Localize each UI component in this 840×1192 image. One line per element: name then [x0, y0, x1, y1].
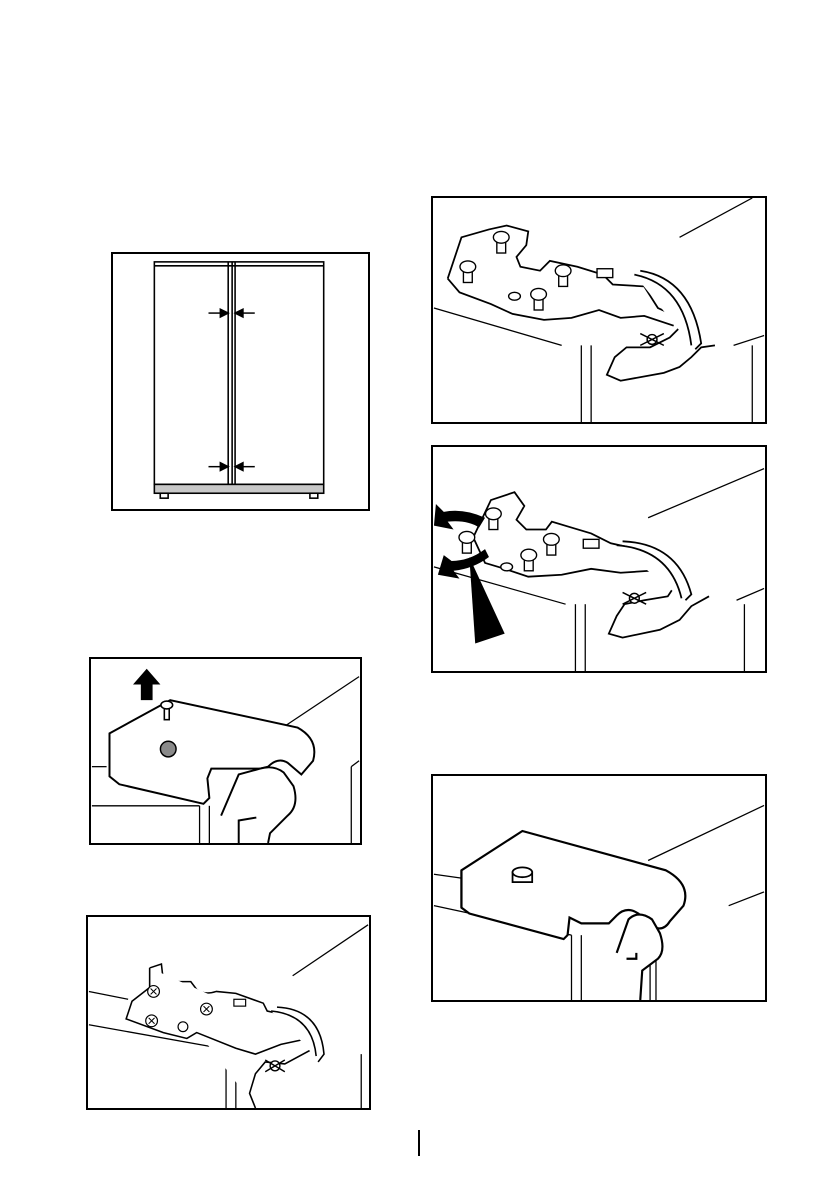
page-number-divider: [418, 1130, 420, 1156]
figure-hinge-adjustment: [431, 445, 767, 673]
hinge-cover-icon: [433, 776, 765, 1000]
figure-doors-gap: [111, 252, 370, 511]
hinge-cover-removal-arrow-icon: [91, 659, 360, 843]
hinge-bracket-screws-icon: [88, 917, 369, 1108]
figure-cover-removal: [89, 657, 362, 845]
figure-right-hinge-bracket: [431, 196, 767, 424]
hinge-bracket-screws-icon: [433, 198, 765, 422]
side-by-side-fridge-doors-gap-icon: [113, 254, 368, 509]
figure-cover-refit: [431, 774, 767, 1002]
rotate-screw-arrows-icon: [433, 447, 765, 671]
figure-left-hinge-bracket: [86, 915, 371, 1110]
